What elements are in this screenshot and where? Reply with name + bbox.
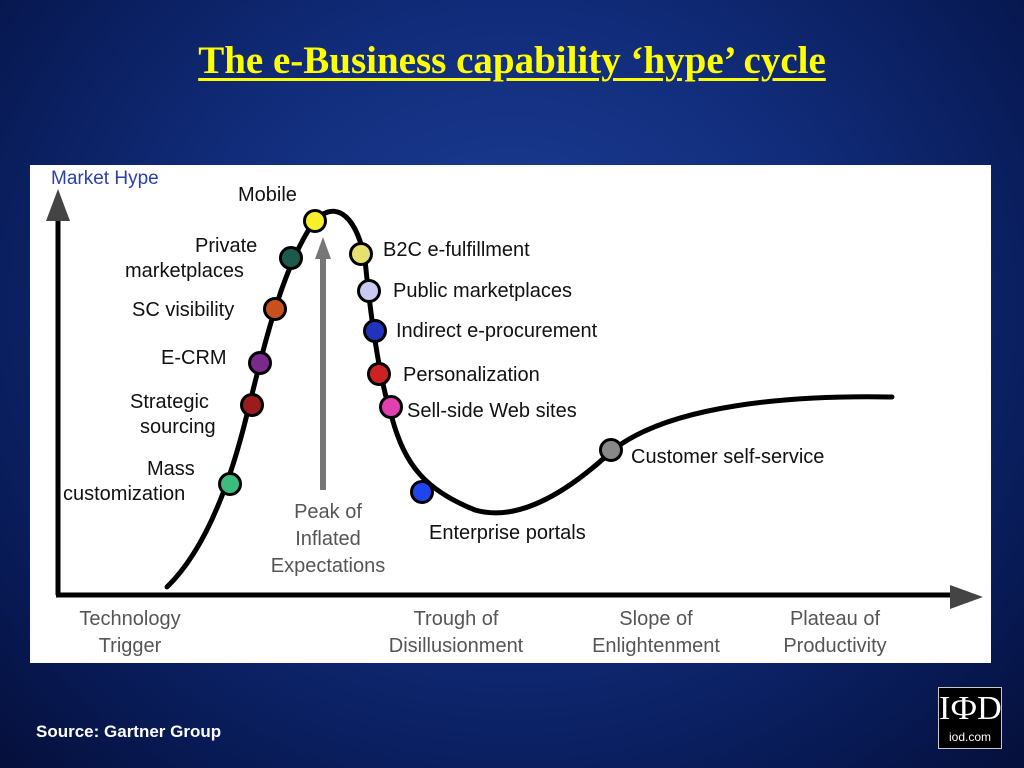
- peak-annotation-line: Expectations: [271, 555, 386, 577]
- phase-label-technology-trigger: Trigger: [99, 635, 162, 657]
- label-mobile: Mobile: [238, 184, 297, 206]
- label-strategic-sourcing: sourcing: [140, 416, 216, 438]
- y-axis-label: Market Hype: [51, 168, 159, 189]
- label-private-marketplaces: marketplaces: [125, 260, 244, 282]
- label-strategic-sourcing: Strategic: [130, 391, 209, 413]
- hype-cycle-canvas: Market Hype Peak ofInflatedExpectations …: [46, 168, 983, 657]
- label-private-marketplaces: Private: [195, 235, 257, 257]
- marker-private-marketplaces: [279, 246, 303, 270]
- marker-public-marketplaces: [357, 279, 381, 303]
- y-axis-arrowhead: [46, 189, 70, 221]
- marker-indirect-e-procurement: [363, 319, 387, 343]
- phase-label-trough: Disillusionment: [389, 635, 524, 657]
- marker-b2c-e-fulfillment: [349, 242, 373, 266]
- label-mass-customization: customization: [63, 483, 185, 505]
- phase-label-technology-trigger: Technology: [79, 608, 180, 630]
- phase-label-slope: Enlightenment: [592, 635, 720, 657]
- label-customer-self-service: Customer self-service: [631, 446, 824, 468]
- marker-sc-visibility: [263, 297, 287, 321]
- marker-personalization: [367, 362, 391, 386]
- phase-label-plateau: Plateau of: [790, 608, 881, 630]
- peak-arrow-head: [315, 237, 331, 259]
- label-mass-customization: Mass: [147, 458, 195, 480]
- label-b2c-e-fulfillment: B2C e-fulfillment: [383, 239, 530, 261]
- marker-enterprise-portals: [410, 480, 434, 504]
- peak-annotation-line: Inflated: [295, 528, 361, 550]
- marker-sell-side-web-sites: [379, 395, 403, 419]
- peak-annotation-line: Peak of: [294, 501, 362, 523]
- phase-label-trough: Trough of: [414, 608, 499, 630]
- technology-markers: [218, 209, 623, 504]
- source-caption: Source: Gartner Group: [36, 722, 222, 741]
- marker-customer-self-service: [599, 438, 623, 462]
- slide-title: The e-Business capability ‘hype’ cycle: [198, 39, 826, 82]
- marker-mass-customization: [218, 472, 242, 496]
- marker-mobile: [303, 209, 327, 233]
- label-enterprise-portals: Enterprise portals: [429, 522, 586, 544]
- label-indirect-e-procurement: Indirect e-procurement: [396, 320, 598, 342]
- logo-mark: IФD: [939, 690, 1002, 727]
- label-e-crm: E-CRM: [161, 347, 227, 369]
- label-sc-visibility: SC visibility: [132, 299, 234, 321]
- technology-labels: Mass customization Strategic sourcing E-CRM S…: [63, 184, 824, 544]
- marker-e-crm: [248, 351, 272, 375]
- label-public-marketplaces: Public marketplaces: [393, 280, 572, 302]
- label-personalization: Personalization: [403, 364, 540, 386]
- iod-logo: IФD iod.com: [938, 687, 1002, 749]
- label-sell-side-web-sites: Sell-side Web sites: [407, 400, 577, 422]
- phase-label-plateau: Productivity: [783, 635, 886, 657]
- marker-strategic-sourcing: [240, 393, 264, 417]
- x-axis-arrowhead: [950, 585, 983, 609]
- phase-label-slope: Slope of: [619, 608, 693, 630]
- logo-text: iod.com: [948, 730, 992, 744]
